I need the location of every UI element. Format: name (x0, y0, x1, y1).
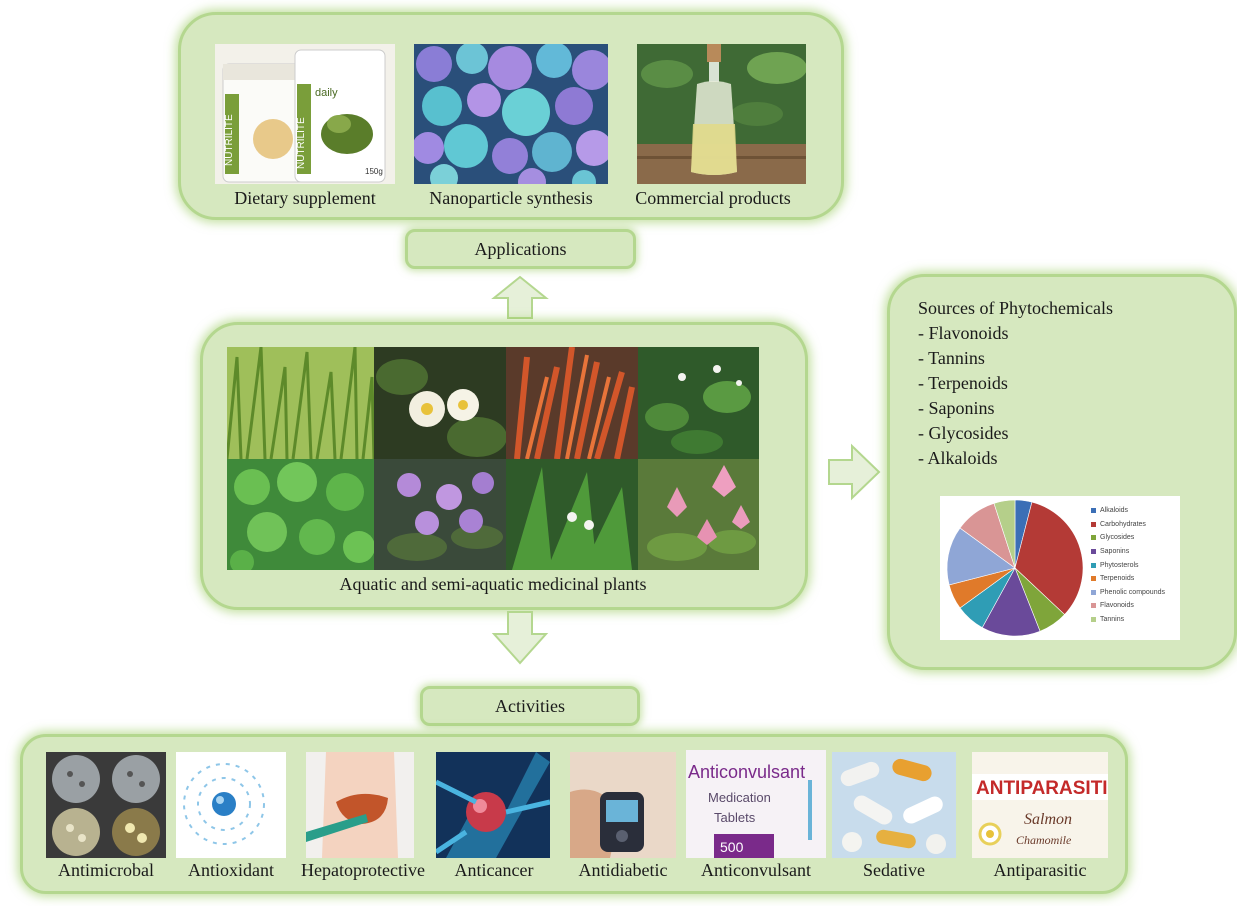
item-label-dietary-supplement: Dietary supplement (234, 188, 376, 208)
legend-label: Saponins (1100, 548, 1130, 556)
purple-lily-photo (374, 459, 506, 570)
lotus-photo (638, 459, 759, 570)
legend-label: Terpenoids (1100, 575, 1135, 583)
legend-item-terpenoids: Terpenoids (1091, 572, 1165, 586)
commercial-products-image (637, 44, 806, 184)
source-item: - Flavonoids (918, 323, 1009, 343)
antiparasitic-image: ANTIPARASITIC Salmon Chamomile (972, 752, 1108, 858)
pie-slice-tannins (993, 499, 1016, 569)
legend-item-glycosides: Glycosides (1091, 531, 1165, 545)
nutrilite-text-2: NUTRILITE (296, 117, 307, 169)
medication-box-text: Medication (708, 790, 771, 805)
antimicrobial-image (46, 752, 166, 858)
source-item: - Saponins (918, 398, 995, 418)
source-item: - Alkaloids (918, 448, 998, 468)
nanoparticle-image (414, 44, 608, 184)
legend-item-phytosterols: Phytosterols (1091, 558, 1165, 572)
legend-label: Phytosterols (1100, 561, 1139, 569)
item-label-commercial-products: Commercial products (635, 188, 791, 208)
activity-label-anticancer: Anticancer (454, 860, 534, 880)
pie-slice-carbohydrates (1014, 501, 1084, 615)
antidiabetic-image (570, 752, 676, 858)
legend-swatch (1091, 576, 1096, 582)
activity-label-hepatoprotective: Hepatoprotective (301, 860, 425, 880)
antiparasitic-box-text: ANTIPARASITIC (976, 778, 1108, 799)
legend-swatch (1091, 521, 1096, 527)
legend-item-saponins: Saponins (1091, 545, 1165, 559)
pie-slice-phenolic-compounds (946, 527, 1016, 586)
pie-slice-saponins (981, 567, 1041, 637)
anticonvulsant-image: Anticonvulsant Medication Tablets 500 (686, 750, 826, 858)
legend-label: Glycosides (1100, 534, 1135, 542)
dose-box-text: 500 (720, 839, 744, 855)
legend-swatch (1091, 562, 1096, 568)
sedative-image (832, 752, 956, 858)
hepatoprotective-image (306, 752, 414, 858)
source-item: - Glycosides (918, 423, 1009, 443)
nutrilite-text-1: NUTRILITE (224, 114, 235, 166)
legend-swatch (1091, 603, 1096, 609)
legend-swatch (1091, 617, 1096, 623)
activities-label: Activities (420, 686, 640, 726)
legend-label: Alkaloids (1100, 507, 1129, 515)
legend-item-tannins: Tannins (1091, 613, 1165, 627)
legend-label: Carbohydrates (1100, 520, 1146, 528)
legend-swatch (1091, 508, 1096, 514)
legend-swatch (1091, 549, 1096, 555)
legend-label: Phenolic compounds (1100, 588, 1165, 596)
legend-label: Tannins (1100, 616, 1125, 624)
activity-label-anticonvulsant: Anticonvulsant (701, 860, 811, 880)
anticonvulsant-box-text: Anticonvulsant (688, 762, 805, 782)
tablets-box-text: Tablets (714, 810, 756, 825)
legend-item-flavonoids: Flavonoids (1091, 599, 1165, 613)
arrow-down-icon (491, 611, 549, 665)
source-item: - Tannins (918, 348, 985, 368)
item-label-nanoparticle-synthesis: Nanoparticle synthesis (429, 188, 593, 208)
legend-label: Flavonoids (1100, 602, 1134, 610)
grass-photo (227, 347, 376, 460)
activity-label-antimicrobal: Antimicrobal (58, 860, 154, 880)
daily-text: daily (315, 87, 338, 99)
legend-swatch (1091, 535, 1096, 541)
sources-list: Sources of Phytochemicals - Flavonoids -… (918, 296, 1113, 471)
water-lily-photo (374, 347, 507, 459)
antioxidant-image (176, 752, 286, 858)
activity-label-antiparasitic: Antiparasitic (993, 860, 1087, 880)
applications-label: Applications (405, 229, 636, 269)
anticancer-image (436, 752, 550, 858)
water-lettuce-photo (227, 459, 375, 570)
plants-collage (227, 347, 759, 570)
salmon-box-text: Salmon (1024, 811, 1072, 828)
legend-item-carbohydrates: Carbohydrates (1091, 518, 1165, 532)
legend-item-alkaloids: Alkaloids (1091, 504, 1165, 518)
source-item: - Terpenoids (918, 373, 1008, 393)
arrow-up-icon (491, 275, 549, 319)
activity-label-sedative: Sedative (863, 860, 925, 880)
plants-caption: Aquatic and semi-aquatic medicinal plant… (339, 574, 647, 594)
red-plant-photo (506, 347, 638, 460)
activity-label-antidiabetic: Antidiabetic (578, 860, 668, 880)
pie-svg (946, 499, 1084, 637)
arrow-right-icon (828, 443, 881, 501)
net-weight-text: 150g (365, 167, 383, 176)
sources-title: Sources of Phytochemicals (918, 298, 1113, 318)
activity-label-antioxidant: Antioxidant (188, 860, 274, 880)
chamomile-box-text: Chamomile (1016, 833, 1072, 847)
legend-item-phenolic-compounds: Phenolic compounds (1091, 586, 1165, 600)
dietary-supplement-image: NUTRILITE NUTRILITE daily 150g (215, 44, 395, 184)
leaf-flower-photo (506, 459, 638, 570)
small-flowers-photo (638, 347, 759, 459)
legend-swatch (1091, 589, 1096, 595)
